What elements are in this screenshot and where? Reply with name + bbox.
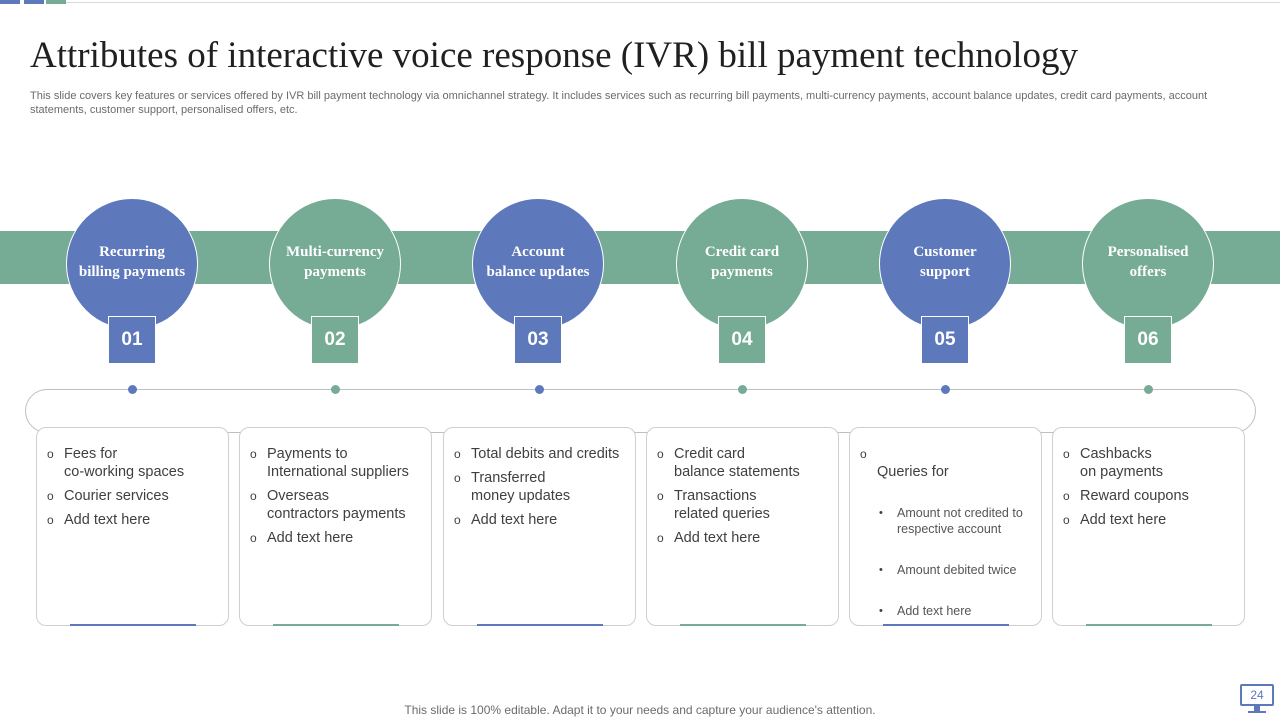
feature-subitem: Amount debited twice xyxy=(877,562,1031,578)
accent-bar xyxy=(46,0,66,4)
step-heading: Account balance updates xyxy=(486,244,590,280)
footer-note: This slide is 100% editable. Adapt it to… xyxy=(404,703,876,717)
card-accent-line xyxy=(1086,624,1212,626)
step-circle: Credit card payments xyxy=(676,198,808,330)
step-heading: Recurring billing payments xyxy=(78,244,186,280)
card-accent-line xyxy=(477,624,603,626)
timeline-dot xyxy=(941,385,950,394)
feature-item: Queries for Amount not credited to respe… xyxy=(860,445,1031,662)
step-number-badge: 03 xyxy=(514,316,562,364)
top-accent xyxy=(0,0,66,4)
feature-item-label: Queries for xyxy=(877,464,949,480)
feature-card: Fees for co-working spaces Courier servi… xyxy=(36,427,229,626)
feature-item: Reward coupons xyxy=(1063,487,1234,505)
timeline-dot xyxy=(128,385,137,394)
feature-item: Add text here xyxy=(250,529,421,547)
feature-item: Credit card balance statements xyxy=(657,445,828,481)
timeline-dot xyxy=(331,385,340,394)
feature-item: Fees for co-working spaces xyxy=(47,445,218,481)
card-accent-line xyxy=(70,624,196,626)
feature-item: Add text here xyxy=(454,511,625,529)
timeline-dot xyxy=(1144,385,1153,394)
monitor-stand xyxy=(1254,706,1260,711)
step-number-badge: 06 xyxy=(1124,316,1172,364)
feature-item: Payments to International suppliers xyxy=(250,445,421,481)
feature-item: Add text here xyxy=(657,529,828,547)
header-band xyxy=(0,231,1280,284)
feature-card: Queries for Amount not credited to respe… xyxy=(849,427,1042,626)
step-circle: Account balance updates xyxy=(472,198,604,330)
feature-item: Cashbacks on payments xyxy=(1063,445,1234,481)
feature-list: Cashbacks on payments Reward coupons Add… xyxy=(1053,428,1244,529)
feature-card: Total debits and credits Transferred mon… xyxy=(443,427,636,626)
feature-list: Fees for co-working spaces Courier servi… xyxy=(37,428,228,529)
step-circle: Customer support xyxy=(879,198,1011,330)
step-circle: Multi-currency payments xyxy=(269,198,401,330)
feature-item: Add text here xyxy=(1063,511,1234,529)
feature-list: Payments to International suppliers Over… xyxy=(240,428,431,547)
timeline-dot xyxy=(535,385,544,394)
feature-item: Overseas contractors payments xyxy=(250,487,421,523)
feature-subitem: Add text here xyxy=(877,603,1031,619)
accent-bar xyxy=(0,0,20,4)
feature-item: Courier services xyxy=(47,487,218,505)
feature-list: Total debits and credits Transferred mon… xyxy=(444,428,635,529)
step-number-badge: 02 xyxy=(311,316,359,364)
card-accent-line xyxy=(680,624,806,626)
card-accent-line xyxy=(273,624,399,626)
feature-card: Cashbacks on payments Reward coupons Add… xyxy=(1052,427,1245,626)
feature-item: Total debits and credits xyxy=(454,445,625,463)
step-number-badge: 01 xyxy=(108,316,156,364)
card-accent-line xyxy=(883,624,1009,626)
accent-bar xyxy=(24,0,44,4)
feature-item: Transferred money updates xyxy=(454,469,625,505)
feature-item: Add text here xyxy=(47,511,218,529)
slide-title: Attributes of interactive voice response… xyxy=(30,35,1079,76)
step-number-badge: 04 xyxy=(718,316,766,364)
page-number: 24 xyxy=(1240,684,1274,706)
feature-list: Queries for Amount not credited to respe… xyxy=(850,428,1041,662)
feature-subitem: Amount not credited to respective accoun… xyxy=(877,505,1031,537)
timeline-dot xyxy=(738,385,747,394)
step-heading: Credit card payments xyxy=(704,244,780,280)
step-heading: Customer support xyxy=(913,244,977,280)
slide-subtitle: This slide covers key features or servic… xyxy=(30,90,1208,116)
feature-card: Credit card balance statements Transacti… xyxy=(646,427,839,626)
page-number-monitor-icon: 24 xyxy=(1240,684,1274,714)
step-heading: Multi-currency payments xyxy=(285,244,385,280)
step-circle: Personalised offers xyxy=(1082,198,1214,330)
feature-list: Credit card balance statements Transacti… xyxy=(647,428,838,547)
timeline-track xyxy=(25,389,1256,433)
feature-sublist: Amount not credited to respective accoun… xyxy=(877,487,1031,644)
feature-card: Payments to International suppliers Over… xyxy=(239,427,432,626)
step-heading: Personalised offers xyxy=(1107,244,1189,280)
top-rule xyxy=(66,2,1280,3)
step-circle: Recurring billing payments xyxy=(66,198,198,330)
feature-item: Transactions related queries xyxy=(657,487,828,523)
monitor-base xyxy=(1248,711,1266,713)
step-number-badge: 05 xyxy=(921,316,969,364)
